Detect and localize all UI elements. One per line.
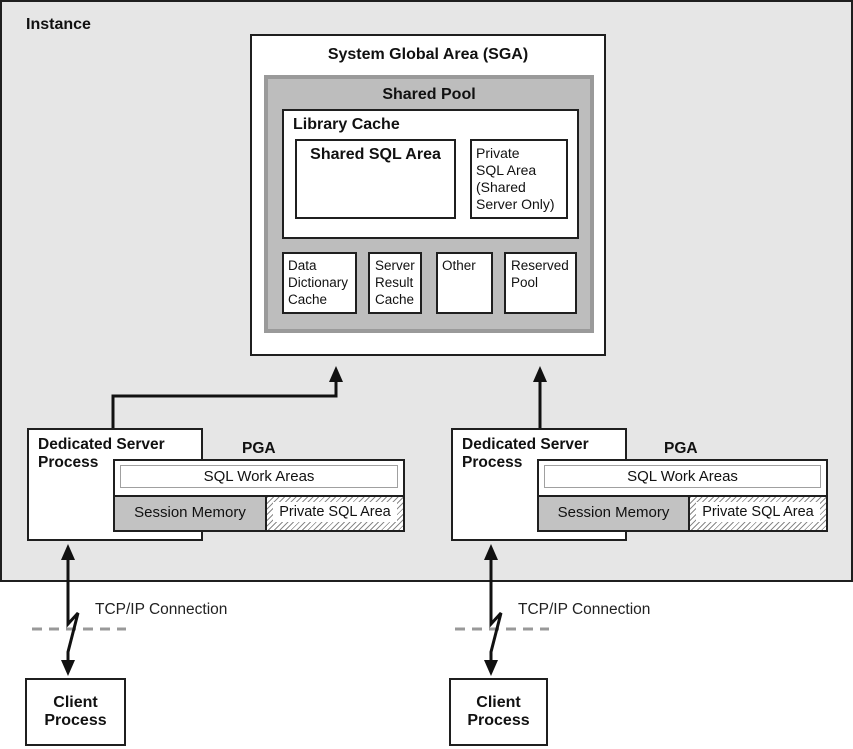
private-sql-area-label: Private SQL Area — [696, 502, 820, 522]
server-label-line: Process — [38, 454, 99, 471]
cache-label-line: Pool — [511, 275, 539, 290]
cache-label-line: Data — [288, 258, 317, 273]
other-cache-box — [436, 252, 493, 314]
cache-label-line: Dictionary — [288, 275, 349, 290]
library-cache-title: Library Cache — [293, 116, 400, 133]
arrow-head-down-icon — [61, 660, 75, 676]
cache-label-line: Server — [375, 258, 415, 273]
client-process-label: Client Process — [25, 694, 126, 730]
server-to-sga-arrow — [111, 380, 338, 428]
private-sql-area-shared-server-label: Private SQL Area (Shared Server Only) — [476, 145, 568, 213]
server-label-line: Dedicated Server — [462, 436, 589, 453]
sql-work-areas: SQL Work Areas — [544, 465, 821, 488]
pga-label: PGA — [242, 440, 276, 457]
client-process-label: Client Process — [449, 694, 548, 730]
reserved-pool-box — [504, 252, 577, 314]
private-sql-area-shared-server-box — [470, 139, 568, 219]
shared-pool-title: Shared Pool — [382, 86, 476, 103]
pga-label: PGA — [664, 440, 698, 457]
data-dictionary-cache-box — [282, 252, 357, 314]
cache-label-line: Result — [375, 275, 414, 290]
arrow-head-down-icon — [484, 660, 498, 676]
sga-title: System Global Area (SGA) — [327, 46, 529, 63]
dedicated-server-process-label: Dedicated Server Process — [38, 436, 165, 472]
private-sql-area-line: Server Only) — [476, 196, 555, 212]
reserved-pool-label: Reserved Pool — [511, 257, 577, 291]
arrow-head-up-icon — [533, 366, 547, 382]
private-sql-area-line: Private — [476, 145, 520, 161]
private-sql-area-line: (Shared — [476, 179, 526, 195]
arrow-head-up-icon — [61, 544, 75, 560]
tcp-connection-zigzag — [66, 558, 80, 662]
sql-work-areas: SQL Work Areas — [120, 465, 398, 488]
session-memory: Session Memory — [115, 495, 267, 530]
arrow-head-up-icon — [484, 544, 498, 560]
client-process-box — [449, 678, 548, 746]
client-label-line: Process — [467, 712, 530, 729]
server-label-line: Dedicated Server — [38, 436, 165, 453]
dedicated-server-process-label: Dedicated Server Process — [462, 436, 589, 472]
client-label-line: Client — [53, 694, 98, 711]
cache-label-line: Cache — [288, 292, 328, 307]
server-result-cache-box — [368, 252, 422, 314]
client-process-box — [25, 678, 126, 746]
tcp-connection-zigzag — [489, 558, 503, 662]
data-dictionary-cache-label: Data Dictionary Cache — [288, 257, 358, 308]
tcp-ip-connection-label: TCP/IP Connection — [95, 601, 228, 618]
session-memory: Session Memory — [539, 495, 690, 530]
client-label-line: Client — [476, 694, 521, 711]
shared-sql-area-label: Shared SQL Area — [310, 146, 441, 163]
private-sql-area-label: Private SQL Area — [273, 502, 397, 522]
cache-label-line: Other — [442, 258, 476, 273]
private-sql-area-line: SQL Area — [476, 162, 537, 178]
client-label-line: Process — [44, 712, 107, 729]
arrow-head-up-icon — [329, 366, 343, 382]
other-cache-label: Other — [442, 257, 492, 274]
shared-sql-area-box — [295, 139, 456, 219]
server-label-line: Process — [462, 454, 523, 471]
server-result-cache-label: Server Result Cache — [375, 257, 423, 308]
cache-label-line: Cache — [375, 292, 415, 307]
tcp-ip-connection-label: TCP/IP Connection — [518, 601, 651, 618]
cache-label-line: Reserved — [511, 258, 569, 273]
instance-label: Instance — [26, 16, 91, 33]
